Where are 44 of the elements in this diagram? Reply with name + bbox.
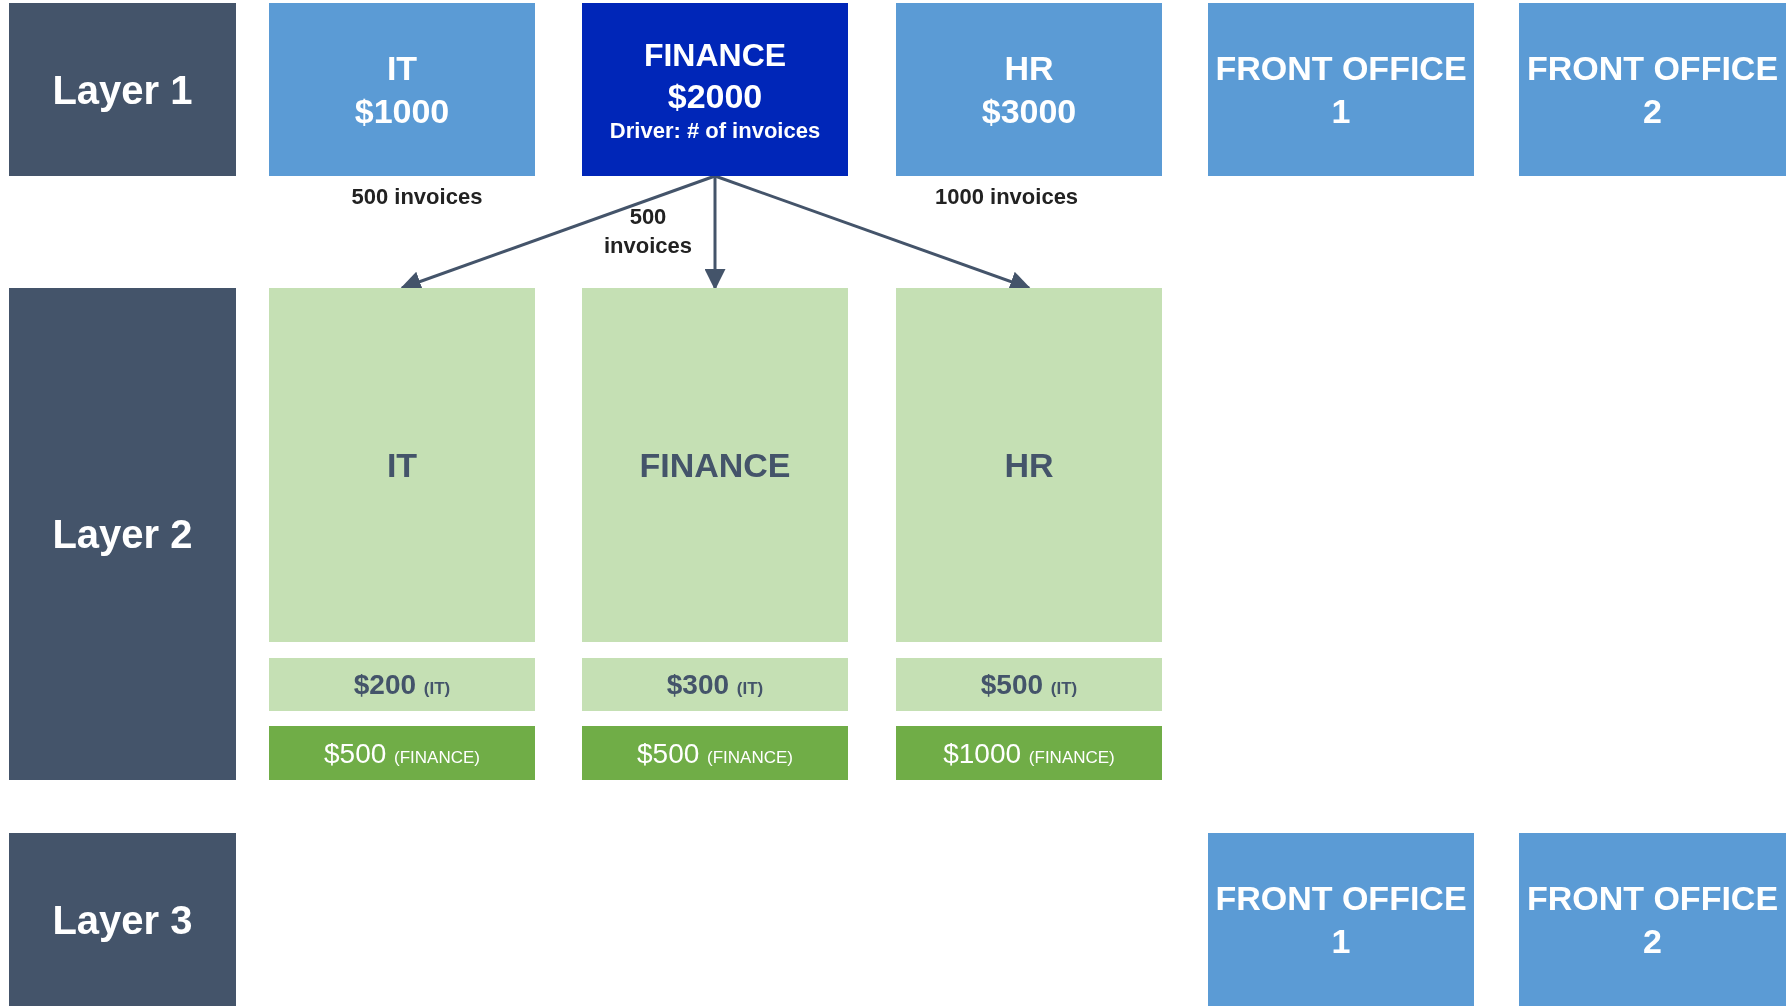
layer-label: Layer 3 (52, 896, 193, 944)
department-label: FRONT OFFICE 2 (1525, 48, 1780, 132)
cost-label: $200 (IT) (353, 668, 451, 702)
allocation-box (896, 288, 1162, 642)
cost-box (582, 658, 848, 711)
department-label: FRONT OFFICE 1 (1214, 48, 1468, 132)
layer-box (9, 833, 236, 1006)
cost-box (269, 658, 535, 711)
layer-box (9, 3, 236, 176)
allocation-box (269, 288, 535, 642)
layer-label: Layer 2 (52, 511, 193, 558)
layer-box (9, 288, 236, 780)
department-box (1519, 3, 1786, 176)
cost-box (896, 726, 1162, 780)
department-label: FRONT OFFICE 2 (1525, 878, 1780, 962)
cost-label: $500 (IT) (980, 668, 1078, 702)
department-label: HR (1004, 48, 1054, 89)
edge-label: 500 invoices (602, 203, 693, 260)
cost-label: $300 (IT) (666, 668, 764, 702)
driver-department-box (582, 3, 848, 176)
department-box (1519, 833, 1786, 1006)
department-label: $2000 (667, 75, 763, 117)
department-label: $3000 (981, 90, 1077, 132)
department-label: FRONT OFFICE 1 (1214, 878, 1468, 962)
cost-label: $500 (FINANCE) (637, 736, 793, 771)
arrow (704, 176, 726, 291)
department-label: $1000 (354, 90, 450, 132)
department-label: FINANCE (639, 444, 791, 486)
cost-box (582, 726, 848, 780)
department-label: IT (386, 48, 418, 89)
cost-box (896, 658, 1162, 711)
allocation-box (582, 288, 848, 642)
department-label: FINANCE (643, 35, 787, 75)
department-box (269, 3, 535, 176)
cost-label: $500 (FINANCE) (324, 736, 480, 771)
department-label: Driver: # of invoices (609, 117, 821, 145)
cost-label: $1000 (FINANCE) (943, 736, 1115, 771)
layer-label: Layer 1 (52, 66, 193, 114)
cost-box (269, 726, 535, 780)
department-box (896, 3, 1162, 176)
department-label: IT (386, 444, 418, 486)
department-label: HR (1004, 444, 1054, 486)
department-box (1208, 3, 1474, 176)
department-box (1208, 833, 1474, 1006)
